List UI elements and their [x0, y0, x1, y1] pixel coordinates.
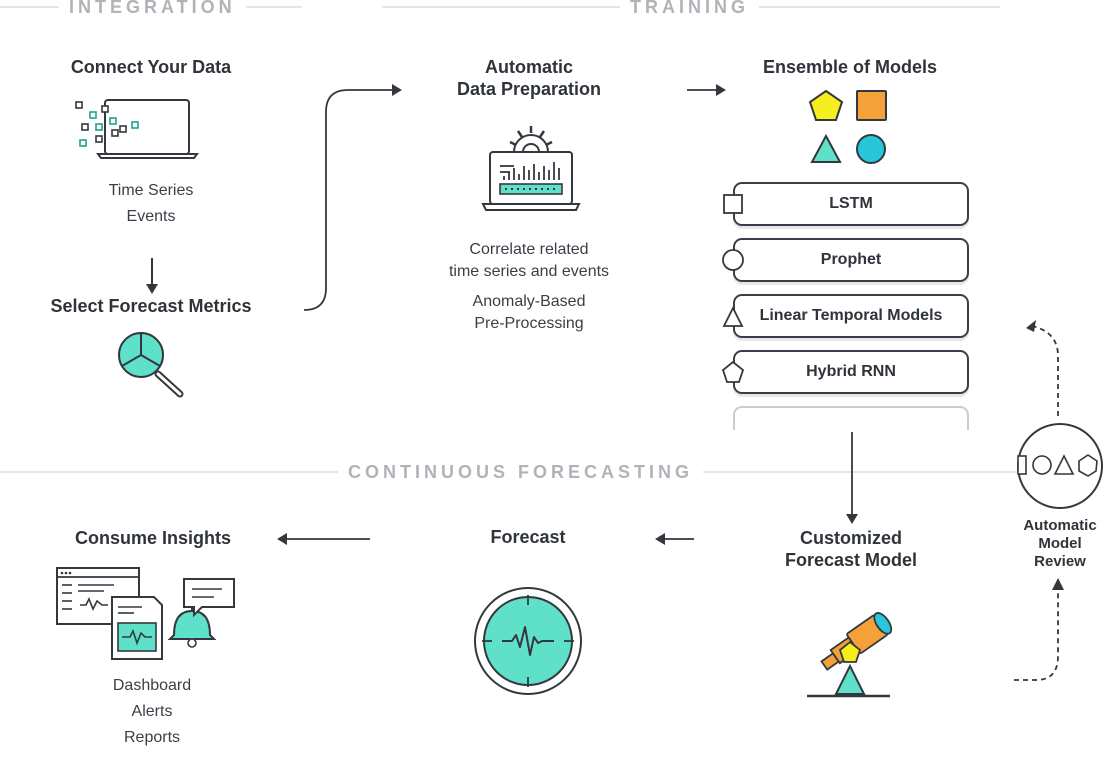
model-label-hybrid-rnn: Hybrid RNN	[806, 363, 896, 380]
triangle-icon	[810, 133, 842, 163]
review-label-line-3: Review	[1034, 553, 1086, 570]
dashboard-alerts-icon	[56, 567, 235, 660]
prep-desc-line-3: Anomaly-Based	[472, 293, 586, 310]
square-icon	[856, 90, 887, 121]
gear-laptop-icon	[481, 126, 581, 211]
model-label-linear-temporal: Linear Temporal Models	[759, 307, 943, 324]
connector-arrow-select-to-prep	[303, 84, 402, 311]
consume-line-3: Reports	[123, 729, 181, 746]
model-box-lstm: LSTM	[733, 182, 969, 226]
prep-title-line-2: Data Preparation	[456, 79, 602, 99]
telescope-icon	[807, 612, 893, 698]
select-metrics-title: Select Forecast Metrics	[50, 296, 252, 316]
customized-title-line-2: Forecast Model	[784, 550, 918, 570]
shapes-circle-icon	[1017, 423, 1103, 509]
square-marker-icon	[723, 194, 743, 214]
arrow-down-icon	[146, 258, 158, 294]
prep-desc-line-1: Correlate related	[469, 241, 589, 258]
prep-title-line-1: Automatic	[484, 57, 573, 77]
prep-desc-line-4: Pre-Processing	[474, 315, 584, 332]
forecast-title: Forecast	[490, 527, 566, 547]
section-label-integration: INTEGRATION	[59, 0, 246, 17]
section-label-continuous-forecasting: CONTINUOUS FORECASTING	[338, 462, 704, 482]
circle-marker-icon	[722, 249, 744, 271]
consume-line-1: Dashboard	[112, 677, 192, 694]
connect-data-line-1: Time Series	[108, 182, 194, 199]
arrow-left-icon	[655, 533, 694, 545]
model-box-hybrid-rnn: Hybrid RNN	[733, 350, 969, 394]
model-box-prophet: Prophet	[733, 238, 969, 282]
consume-title: Consume Insights	[74, 528, 231, 548]
arrow-down-ensemble-icon	[846, 432, 858, 524]
circle-icon	[856, 134, 886, 164]
model-box-more	[733, 406, 969, 430]
pentagon-marker-icon	[721, 360, 745, 383]
ensemble-title: Ensemble of Models	[762, 57, 938, 77]
review-label-line-2: Model	[1038, 535, 1082, 552]
customized-title-line-1: Customized	[799, 528, 902, 548]
model-label-prophet: Prophet	[820, 251, 882, 268]
triangle-marker-icon	[722, 305, 744, 327]
shape-icons-group	[808, 89, 887, 164]
connect-data-line-2: Events	[126, 208, 176, 225]
magnifier-pie-icon	[118, 332, 184, 398]
arrow-right-icon	[687, 84, 726, 96]
pentagon-icon	[808, 89, 844, 121]
prep-desc-line-2: time series and events	[448, 263, 610, 280]
review-label-line-1: Automatic	[1023, 517, 1097, 534]
arrow-left-2-icon	[277, 533, 370, 545]
model-box-linear-temporal: Linear Temporal Models	[733, 294, 969, 338]
section-label-training: TRAINING	[620, 0, 759, 17]
laptop-data-icon	[75, 99, 199, 159]
review-dashed-arrows	[1014, 320, 1064, 681]
radar-pulse-icon	[474, 587, 582, 695]
review-label: Automatic Model Review	[1006, 517, 1108, 571]
connect-data-title: Connect Your Data	[70, 57, 232, 77]
model-shape-markers	[721, 194, 745, 383]
model-label-lstm: LSTM	[829, 195, 873, 212]
consume-line-2: Alerts	[131, 703, 173, 720]
